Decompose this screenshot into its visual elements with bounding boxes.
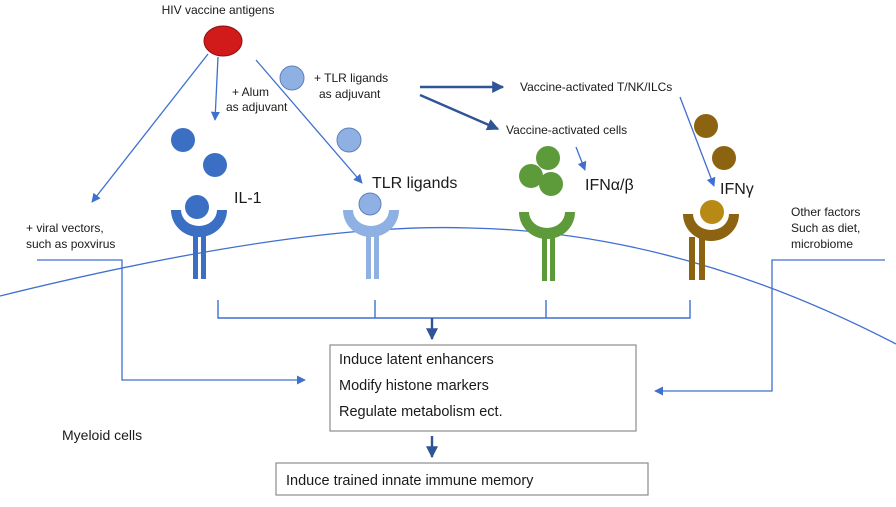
il1-receptor-stalk [201,236,206,279]
tlr-ligand-icon [279,65,305,91]
ifnab-receptor-stalk [542,238,547,281]
hiv-antigen-icon [203,25,243,57]
tlr-label-line2: as adjuvant [319,87,381,101]
viral-vector-label-line1: + viral vectors, [26,221,104,235]
signal-bracket [217,300,691,319]
ifnab-receptor-group: IFNα/β [519,146,634,281]
ifng-ligand-icon [694,114,718,138]
tlr-free-ligand-icon [336,127,362,153]
il1-ligand-icon [171,128,195,152]
ifng-ligand-icon [712,146,736,170]
il1-receptor-stalk [193,236,198,279]
il1-label: IL-1 [234,190,262,207]
tlr-ligands-label: TLR ligands [372,175,457,192]
arrow-to-activated-cells [419,93,500,131]
ifng-receptor-stalk [699,237,705,280]
ifnab-ligand-icon [519,164,543,188]
tlr-label-line1: + TLR ligands [314,71,388,85]
il1-receptor-group: IL-1 [171,128,262,279]
ifng-bound-ligand-icon [700,200,724,224]
tlr-receptor-stalk [374,236,379,279]
activated-cells-label: Vaccine-activated cells [506,123,627,137]
arrow-cells-to-ifnab [575,146,587,171]
effect-item: Induce latent enhancers [339,352,494,368]
tlr-bound-ligand-icon [358,192,382,216]
ifnab-receptor-stalk [550,238,555,281]
ifnab-ligand-icon [539,172,563,196]
arrow-viral-to-effects [37,259,306,385]
viral-vector-label-line2: such as poxvirus [26,237,115,251]
outcome-box [275,462,649,496]
il1-bound-ligand-icon [185,195,209,219]
other-factors-line1: Other factors [791,205,860,219]
ifnab-label: IFNα/β [585,177,634,194]
arrow-antigen-to-viral [91,53,209,203]
ifng-receptor-group: IFNγ [683,114,754,280]
cell-membrane [0,226,896,345]
tlr-receptor-icon [343,210,399,237]
other-factors-line3: microbiome [791,237,853,251]
antigen-title: HIV vaccine antigens [162,3,275,17]
il1-receptor-icon [171,210,227,237]
alum-label-line2: as adjuvant [226,100,288,114]
arrow-tnk-to-ifng [679,96,716,187]
ifnab-receptor-icon [519,212,575,239]
alum-label-line1: + Alum [232,85,269,99]
other-factors-line2: Such as diet, [791,221,860,235]
effect-item: Modify histone markers [339,378,489,394]
arrow-other-factors-to-effects [654,259,885,396]
myeloid-cells-label: Myeloid cells [62,427,142,443]
il1-ligand-icon [203,153,227,177]
outcome-text: Induce trained innate immune memory [286,473,534,489]
effects-box [329,344,637,432]
ifng-receptor-icon [683,214,739,241]
tlr-receptor-group: TLR ligands [336,127,457,279]
ifnab-ligand-icon [536,146,560,170]
effect-item: Regulate metabolism ect. [339,404,503,420]
arrow-antigen-to-alum [210,56,220,121]
tnk-label: Vaccine-activated T/NK/ILCs [520,80,672,94]
ifng-receptor-stalk [689,237,695,280]
tlr-receptor-stalk [366,236,371,279]
ifng-label: IFNγ [720,181,754,198]
arrow-antigen-to-tlr [255,59,363,184]
